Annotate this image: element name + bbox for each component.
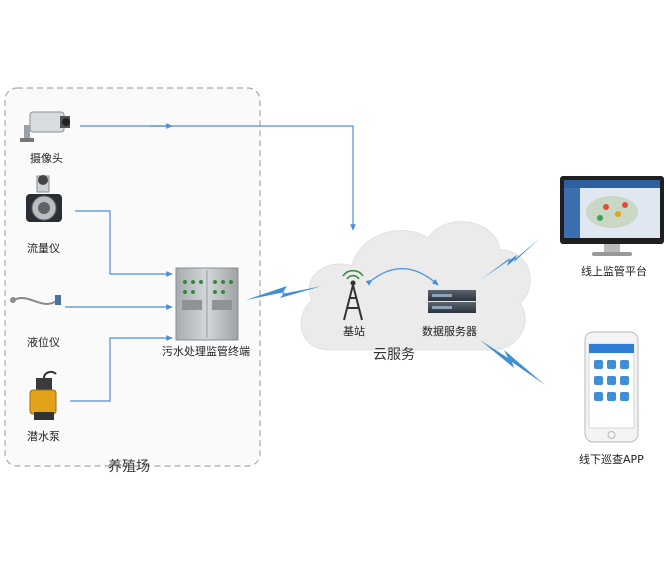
app-label: 线下巡查APP xyxy=(579,453,644,466)
data-server-label: 数据服务器 xyxy=(422,325,477,338)
pump-icon xyxy=(29,370,57,420)
camera-label: 摄像头 xyxy=(30,152,63,165)
platform-wireless-bolt xyxy=(480,238,540,280)
pump-label: 潜水泵 xyxy=(27,430,60,443)
platform-monitor-icon xyxy=(560,176,664,256)
level-meter-icon xyxy=(10,295,61,305)
flowmeter-icon xyxy=(26,175,62,222)
app-phone-icon xyxy=(584,331,639,443)
flowmeter-label: 流量仪 xyxy=(27,242,60,255)
station-server-link xyxy=(365,268,439,286)
terminal-wireless-bolt xyxy=(246,286,322,300)
flowmeter-link xyxy=(75,210,173,277)
cloud-shape xyxy=(300,221,531,351)
level-meter-label: 液位仪 xyxy=(27,336,60,349)
platform-label: 线上监管平台 xyxy=(581,265,647,278)
camera-icon xyxy=(20,111,70,142)
base-station-icon xyxy=(342,269,364,321)
app-wireless-bolt xyxy=(480,340,545,385)
base-station-label: 基站 xyxy=(343,325,365,338)
terminal-label: 污水处理监管终端 xyxy=(162,345,250,358)
cloud-title: 云服务 xyxy=(373,347,415,363)
farm-title: 养殖场 xyxy=(108,459,150,475)
terminal-cabinet-icon xyxy=(175,267,239,341)
pump-link xyxy=(70,335,173,402)
data-server-icon xyxy=(428,290,476,313)
farm-boundary xyxy=(4,87,261,467)
